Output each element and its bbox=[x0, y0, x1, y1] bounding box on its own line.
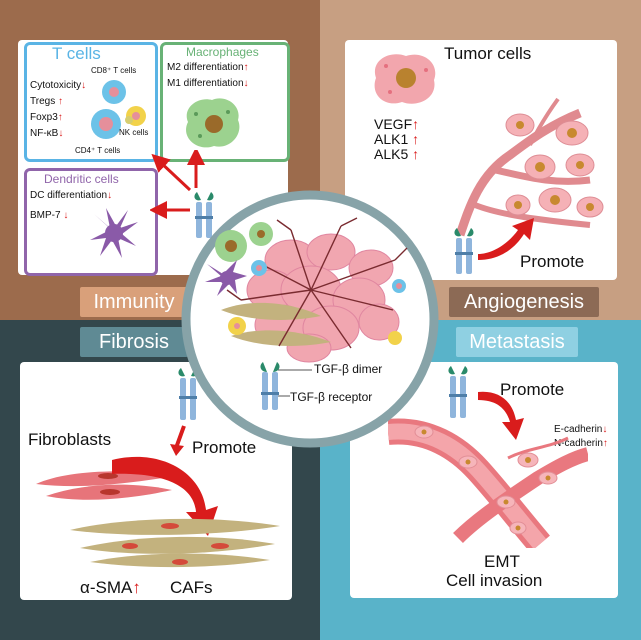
macrophages-title: Macrophages bbox=[186, 45, 259, 59]
nfkb-label: NF-κB↓ bbox=[30, 128, 63, 139]
fibrosis-down-arrow bbox=[170, 425, 186, 456]
fibrosis-receptor-icon bbox=[178, 368, 198, 420]
ncadherin-text: N-cadherin bbox=[554, 438, 603, 449]
alk1-label: ALK1 ↑ bbox=[374, 131, 419, 147]
metastasis-vessel-illustration bbox=[388, 418, 588, 548]
center-pointer-lines bbox=[278, 369, 312, 397]
t-cell-illustration bbox=[91, 80, 146, 139]
macrophage-cell-icon bbox=[186, 98, 240, 148]
bmp7-label: BMP-7 ↓ bbox=[30, 210, 68, 221]
m2-text: M2 differentiation bbox=[167, 62, 244, 73]
immunity-label: Immunity bbox=[80, 287, 188, 317]
blood-vessel-illustration bbox=[455, 97, 604, 237]
tregs-text: Tregs bbox=[30, 96, 56, 107]
center-circle bbox=[181, 190, 439, 448]
angiogenesis-promote-arrow bbox=[478, 218, 534, 260]
cytotoxicity-text: Cytotoxicity bbox=[30, 80, 82, 91]
down-arrow: ↓ bbox=[63, 210, 69, 221]
metastasis-promote: Promote bbox=[500, 380, 565, 399]
foxp3-label: Foxp3↑ bbox=[30, 112, 63, 123]
down-arrow: ↓ bbox=[58, 128, 64, 139]
asma-text: α-SMA bbox=[80, 578, 133, 597]
up-arrow: ↑ bbox=[412, 146, 420, 162]
fibroblast-cells bbox=[36, 471, 176, 500]
center-receptor-icon bbox=[261, 372, 279, 410]
up-arrow: ↑ bbox=[412, 131, 420, 147]
metastasis-label: Metastasis bbox=[456, 327, 578, 357]
nk-label: NK cells bbox=[119, 128, 149, 137]
alk1-text: ALK1 bbox=[374, 131, 409, 147]
up-arrow: ↑ bbox=[243, 62, 249, 73]
angiogenesis-label: Angiogenesis bbox=[449, 287, 599, 317]
dendritic-title: Dendritic cells bbox=[44, 172, 119, 186]
fibrosis-promote: Promote bbox=[192, 438, 257, 457]
dc-diff-text: DC differentiation bbox=[30, 190, 108, 201]
m2-label: M2 differentiation↑ bbox=[167, 62, 249, 73]
up-arrow: ↑ bbox=[132, 578, 141, 597]
emt-label: EMT bbox=[484, 552, 520, 571]
cafs-label: CAFs bbox=[170, 578, 213, 597]
immunity-arrows bbox=[150, 150, 205, 219]
alk5-text: ALK5 bbox=[374, 146, 409, 162]
immunity-receptor-icon bbox=[194, 192, 214, 238]
down-arrow: ↓ bbox=[107, 190, 113, 201]
receptor-label: TGF-β receptor bbox=[290, 390, 373, 404]
m1-label: M1 differentiation↓ bbox=[167, 78, 249, 89]
down-arrow: ↓ bbox=[81, 80, 87, 91]
alk5-label: ALK5 ↑ bbox=[374, 146, 419, 162]
t-cells-box bbox=[24, 42, 158, 162]
vegf-label: VEGF↑ bbox=[374, 116, 419, 132]
fibrosis-big-arrow bbox=[112, 456, 218, 536]
down-arrow: ↓ bbox=[602, 424, 608, 435]
ncadherin-label: N-cadherin↑ bbox=[554, 438, 608, 449]
tumor-cell-icon bbox=[374, 54, 436, 104]
dendritic-cell-icon bbox=[90, 208, 138, 258]
up-arrow: ↑ bbox=[57, 96, 63, 107]
cytotoxicity-label: Cytotoxicity↓ bbox=[30, 80, 86, 91]
fibrosis-label: Fibrosis bbox=[80, 327, 188, 357]
angiogenesis-title: Tumor cells bbox=[444, 44, 532, 63]
m1-text: M1 differentiation bbox=[167, 78, 244, 89]
angiogenesis-promote: Promote bbox=[520, 252, 585, 271]
metastasis-curve-arrow bbox=[478, 391, 524, 440]
center-dimer-icon bbox=[260, 362, 280, 372]
tregs-label: Tregs ↑ bbox=[30, 96, 63, 107]
asma-label: α-SMA↑ bbox=[80, 578, 141, 598]
nfkb-text: NF-κB bbox=[30, 128, 59, 139]
down-arrow: ↓ bbox=[243, 78, 249, 89]
invasion-label: Cell invasion bbox=[446, 571, 543, 590]
bmp7-text: BMP-7 bbox=[30, 210, 61, 221]
fibroblasts-label: Fibroblasts bbox=[28, 430, 112, 449]
metastasis-receptor-icon bbox=[448, 366, 468, 418]
vegf-text: VEGF bbox=[374, 116, 413, 132]
dendritic-box bbox=[24, 168, 158, 276]
ecadherin-label: E-cadherin↓ bbox=[554, 424, 607, 435]
cd8-label: CD8⁺ T cells bbox=[91, 66, 137, 75]
foxp3-text: Foxp3 bbox=[30, 112, 58, 123]
up-arrow: ↑ bbox=[602, 438, 608, 449]
caf-cells bbox=[70, 518, 280, 568]
dc-diff-label: DC differentiation↓ bbox=[30, 190, 112, 201]
cd4-label: CD4⁺ T cells bbox=[75, 146, 121, 155]
tumor-mass bbox=[205, 217, 408, 363]
angiogenesis-receptor-icon bbox=[454, 228, 474, 274]
up-arrow: ↑ bbox=[57, 112, 63, 123]
dimer-label: TGF-β dimer bbox=[314, 362, 383, 376]
ecadherin-text: E-cadherin bbox=[554, 424, 603, 435]
t-cells-title: T cells bbox=[52, 44, 101, 63]
up-arrow: ↑ bbox=[412, 116, 420, 132]
